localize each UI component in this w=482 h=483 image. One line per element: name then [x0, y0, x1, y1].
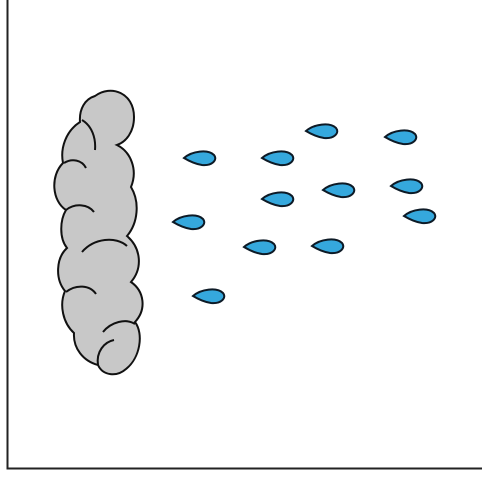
- cloud-icon: [54, 91, 142, 375]
- raindrop-icon: [262, 192, 293, 206]
- raindrop-icon: [193, 289, 224, 303]
- raindrop-icon: [323, 183, 354, 197]
- raindrop-icon: [312, 239, 343, 253]
- raindrop-icon: [391, 179, 422, 193]
- raindrop-icon: [385, 130, 416, 144]
- raindrop-icon: [306, 124, 337, 138]
- raindrop-icon: [262, 151, 293, 165]
- raindrop-icon: [184, 151, 215, 165]
- raindrops-group: [173, 124, 435, 303]
- raindrop-icon: [244, 240, 275, 254]
- raindrop-icon: [404, 209, 435, 223]
- raindrop-icon: [173, 215, 204, 229]
